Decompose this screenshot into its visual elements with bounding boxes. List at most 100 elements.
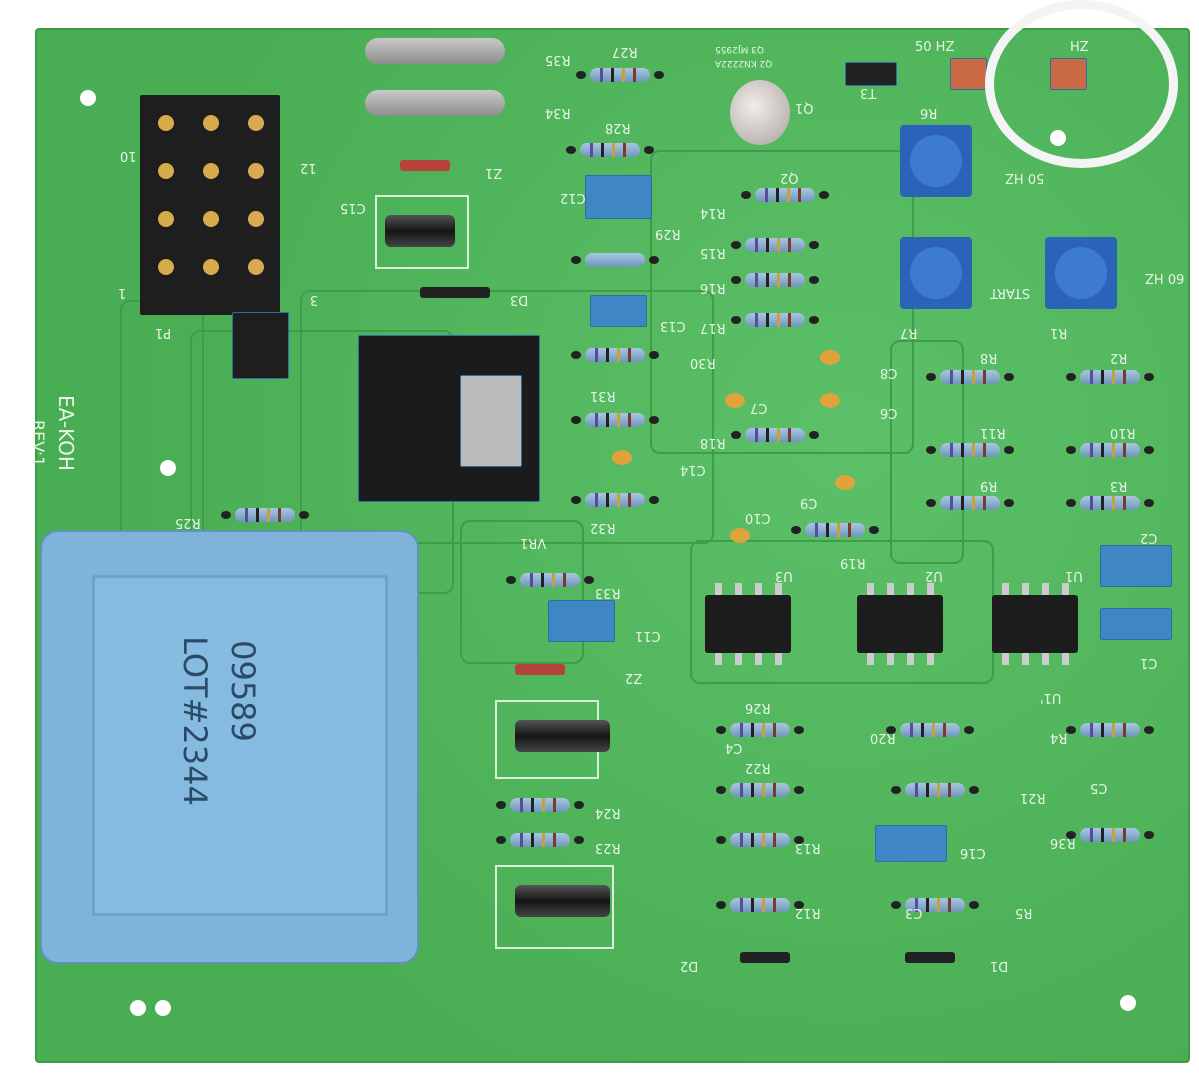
box-capacitor (548, 600, 615, 642)
mounting-hole (130, 1000, 146, 1016)
resistor (731, 238, 819, 252)
silkscreen-label: U1 (1065, 568, 1083, 583)
silkscreen-label: R32 (590, 520, 616, 535)
silkscreen-label: Q3 MJ2955 (715, 44, 764, 54)
ceramic-capacitor (835, 475, 855, 490)
silkscreen-label: 3 (310, 292, 319, 307)
ic-chip (857, 583, 943, 665)
silkscreen-label: C2 (1140, 530, 1158, 545)
silkscreen-label: C9 (800, 495, 818, 510)
silkscreen-label: R31 (590, 388, 616, 403)
silkscreen-label: R6 (920, 105, 938, 120)
silkscreen-label: R26 (745, 700, 771, 715)
silkscreen-label: VR1 (520, 535, 547, 550)
connector-screw (232, 312, 289, 379)
resistor (731, 313, 819, 327)
header (845, 62, 897, 86)
silkscreen-label: LOT#2344 (175, 636, 214, 806)
ceramic-capacitor (730, 528, 750, 543)
resistor (571, 413, 659, 427)
silkscreen-label: C3 (905, 905, 923, 920)
silkscreen-label: C16 (960, 845, 986, 860)
silkscreen-label: U2 (925, 568, 943, 583)
silkscreen-label: 10 (120, 148, 137, 163)
silkscreen-label: R8 (980, 350, 998, 365)
silkscreen-label: C1 (1140, 655, 1158, 670)
resistor (791, 523, 879, 537)
transformer-face (92, 575, 388, 916)
diode (740, 952, 790, 963)
silkscreen-label: R4 (1050, 730, 1068, 745)
capacitor-outline (375, 195, 469, 269)
silkscreen-label: C15 (340, 200, 366, 215)
transistor-q1 (730, 80, 790, 145)
silkscreen-label: 50 HZ (915, 40, 955, 55)
silkscreen-label: C11 (635, 628, 661, 643)
silkscreen-label: U1' (1040, 690, 1062, 705)
silkscreen-label: C4 (725, 740, 743, 755)
diode (515, 664, 565, 675)
resistor (571, 348, 659, 362)
silkscreen-label: C14 (680, 462, 706, 477)
resistor (1066, 370, 1154, 384)
silkscreen-label: R34 (545, 105, 571, 120)
silkscreen-label: R5 (1015, 905, 1033, 920)
box-capacitor (590, 295, 647, 327)
resistor (566, 143, 654, 157)
resistor (716, 723, 804, 737)
silkscreen-label: C12 (560, 190, 586, 205)
diode (420, 287, 490, 298)
silkscreen-label: R3 (1110, 478, 1128, 493)
silkscreen-label: C10 (745, 510, 771, 525)
silkscreen-label: R15 (700, 245, 726, 260)
trimmer-potentiometer (900, 237, 972, 309)
silkscreen-label: 09589 (223, 640, 262, 742)
silkscreen-label: D1 (990, 958, 1009, 973)
resistor (496, 833, 584, 847)
diode (905, 952, 955, 963)
resistor (926, 370, 1014, 384)
knob[interactable] (910, 135, 962, 187)
knob[interactable] (910, 247, 962, 299)
power-resistor (365, 38, 505, 64)
silkscreen-label: R35 (545, 52, 571, 67)
silkscreen-label: U3 (775, 568, 793, 583)
silkscreen-label: R14 (700, 205, 726, 220)
silkscreen-label: R11 (980, 425, 1006, 440)
silkscreen-label: START (990, 285, 1031, 300)
resistor (571, 253, 659, 267)
knob[interactable] (1055, 247, 1107, 299)
silkscreen-label: C8 (880, 365, 898, 380)
silkscreen-label: Q2 KN2222A (715, 58, 773, 68)
box-capacitor (875, 825, 947, 862)
resistor (926, 496, 1014, 510)
power-resistor (365, 90, 505, 116)
resistor (886, 723, 974, 737)
silkscreen-label: Z2 (625, 670, 643, 685)
silkscreen-label: 12 (300, 160, 317, 175)
resistor (1066, 496, 1154, 510)
wire-loop (985, 0, 1178, 168)
silkscreen-label: EA-KOH (54, 395, 78, 471)
resistor (716, 833, 804, 847)
resistor (571, 493, 659, 507)
silkscreen-label: Q2 (780, 170, 799, 185)
box-capacitor (585, 175, 652, 219)
silkscreen-label: R28 (605, 120, 631, 135)
silkscreen-label: R17 (700, 320, 726, 335)
resistor (731, 428, 819, 442)
resistor (221, 508, 309, 522)
silkscreen-label: D2 (680, 958, 699, 973)
silkscreen-label: R10 (1110, 425, 1136, 440)
silkscreen-label: Q1 (795, 100, 814, 115)
silkscreen-label: P1 (155, 325, 172, 340)
electrolytic-capacitor (385, 215, 455, 247)
silkscreen-label: R13 (795, 840, 821, 855)
silkscreen-label: R24 (595, 805, 621, 820)
silkscreen-label: R33 (595, 585, 621, 600)
silkscreen-label: D3 (510, 292, 529, 307)
silkscreen-label: R9 (980, 478, 998, 493)
box-capacitor (1100, 545, 1172, 587)
ceramic-capacitor (820, 350, 840, 365)
